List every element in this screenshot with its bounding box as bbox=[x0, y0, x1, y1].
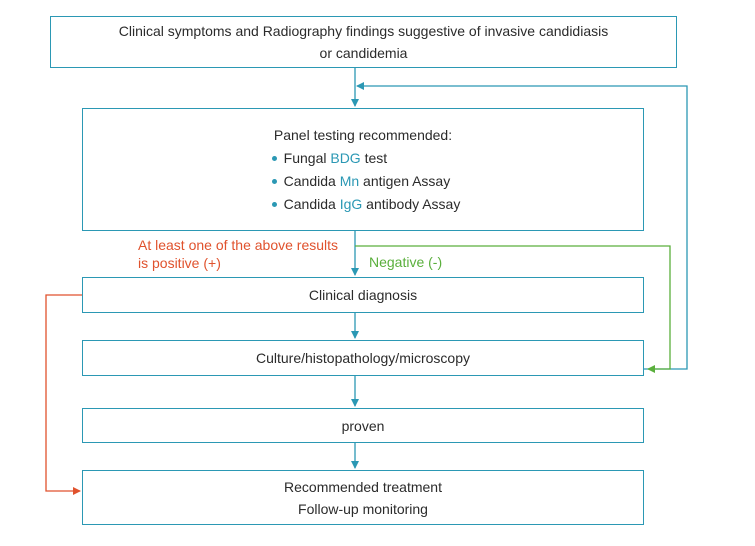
treatment-box: Recommended treatment Follow-up monitori… bbox=[82, 470, 644, 525]
panel-test-list: Fungal BDG test Candida Mn antigen Assay… bbox=[271, 147, 461, 216]
positive-result-label: At least one of the above results is pos… bbox=[138, 237, 339, 271]
clinical-diagnosis-label: Clinical diagnosis bbox=[308, 287, 418, 303]
culture-box: Culture/histopathology/microscopy bbox=[82, 340, 644, 376]
symptoms-line-2: or candidemia bbox=[319, 45, 408, 61]
negative-result-label: Negative (-) bbox=[369, 254, 443, 270]
test-keyword: BDG bbox=[330, 149, 361, 166]
proven-label: proven bbox=[341, 417, 385, 434]
treatment-line-1: Recommended treatment bbox=[284, 478, 442, 495]
test-keyword: IgG bbox=[339, 195, 363, 212]
bullet-icon bbox=[271, 155, 277, 161]
panel-testing-box: Panel testing recommended: Fungal BDG te… bbox=[82, 108, 644, 231]
clinical-diagnosis-box: Clinical diagnosis bbox=[82, 277, 644, 313]
symptoms-box: Clinical symptoms and Radiography findin… bbox=[50, 16, 677, 68]
symptoms-line-1: Clinical symptoms and Radiography findin… bbox=[118, 23, 609, 39]
arrow-negative-to-culture bbox=[355, 245, 671, 373]
treatment-line-2: Follow-up monitoring bbox=[298, 500, 428, 517]
panel-test-item: Candida IgG antibody Assay bbox=[271, 193, 460, 216]
arrow-clinical-to-treatment bbox=[45, 294, 82, 495]
panel-title: Panel testing recommended: bbox=[273, 126, 453, 143]
bullet-icon bbox=[271, 178, 277, 184]
test-keyword: Mn bbox=[339, 172, 360, 189]
culture-label: Culture/histopathology/microscopy bbox=[256, 350, 470, 366]
panel-test-item: Candida Mn antigen Assay bbox=[271, 170, 461, 193]
proven-box: proven bbox=[82, 408, 644, 443]
bullet-icon bbox=[271, 201, 277, 207]
panel-test-item: Fungal BDG test bbox=[271, 147, 461, 170]
